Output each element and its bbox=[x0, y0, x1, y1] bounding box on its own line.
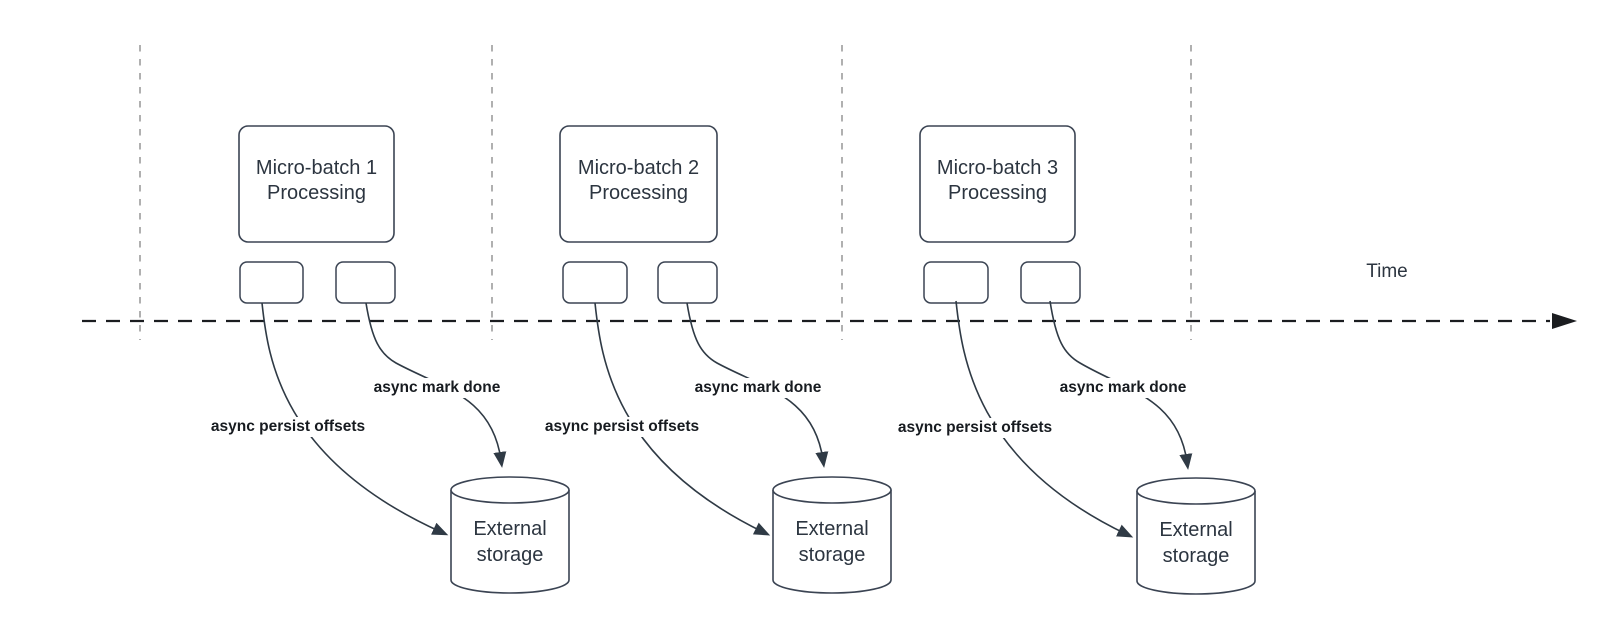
time-axis-label: Time bbox=[1366, 261, 1408, 282]
persist-offsets-label-2: async persist offsets bbox=[540, 417, 704, 437]
persist-offsets-arrow-1 bbox=[261, 302, 449, 536]
persist-offsets-label-1: async persist offsets bbox=[206, 417, 370, 437]
micro-batch-1-box bbox=[238, 125, 395, 243]
micro-batch-3-task-box-right bbox=[1020, 261, 1081, 304]
external-storage-label-1: External storage bbox=[473, 518, 547, 566]
persist-offsets-arrow-3 bbox=[955, 300, 1134, 538]
micro-batch-2-task-box-right bbox=[657, 261, 718, 304]
external-storage-label-3: External storage bbox=[1159, 519, 1233, 567]
persist-offsets-label-3: async persist offsets bbox=[893, 418, 1057, 438]
micro-batch-1-box-label: Micro-batch 1 Processing bbox=[255, 156, 378, 204]
micro-batch-2-box-label: Micro-batch 2 Processing bbox=[577, 156, 700, 204]
mark-done-label-3: async mark done bbox=[1055, 378, 1191, 398]
micro-batch-3-box bbox=[919, 125, 1076, 243]
micro-batch-1-task-box-left bbox=[239, 261, 304, 304]
micro-batch-2-box bbox=[559, 125, 718, 243]
time-axis-arrowhead-icon bbox=[1552, 313, 1577, 329]
micro-batch-2-task-box-left bbox=[562, 261, 628, 304]
mark-done-arrow-2 bbox=[686, 302, 829, 468]
mark-done-label-2: async mark done bbox=[690, 378, 826, 398]
external-storage-label-2: External storage bbox=[795, 518, 869, 566]
persist-offsets-arrow-2 bbox=[594, 302, 771, 536]
micro-batch-3-box-label: Micro-batch 3 Processing bbox=[936, 156, 1059, 204]
external-storage-cylinder-2 bbox=[772, 476, 892, 594]
external-storage-cylinder-1 bbox=[450, 476, 570, 594]
mark-done-arrow-3 bbox=[1049, 300, 1193, 470]
mark-done-label-1: async mark done bbox=[369, 378, 505, 398]
micro-batch-1-task-box-right bbox=[335, 261, 396, 304]
micro-batch-3-task-box-left bbox=[923, 261, 989, 304]
mark-done-arrow-1 bbox=[365, 302, 507, 468]
external-storage-cylinder-3 bbox=[1136, 477, 1256, 595]
